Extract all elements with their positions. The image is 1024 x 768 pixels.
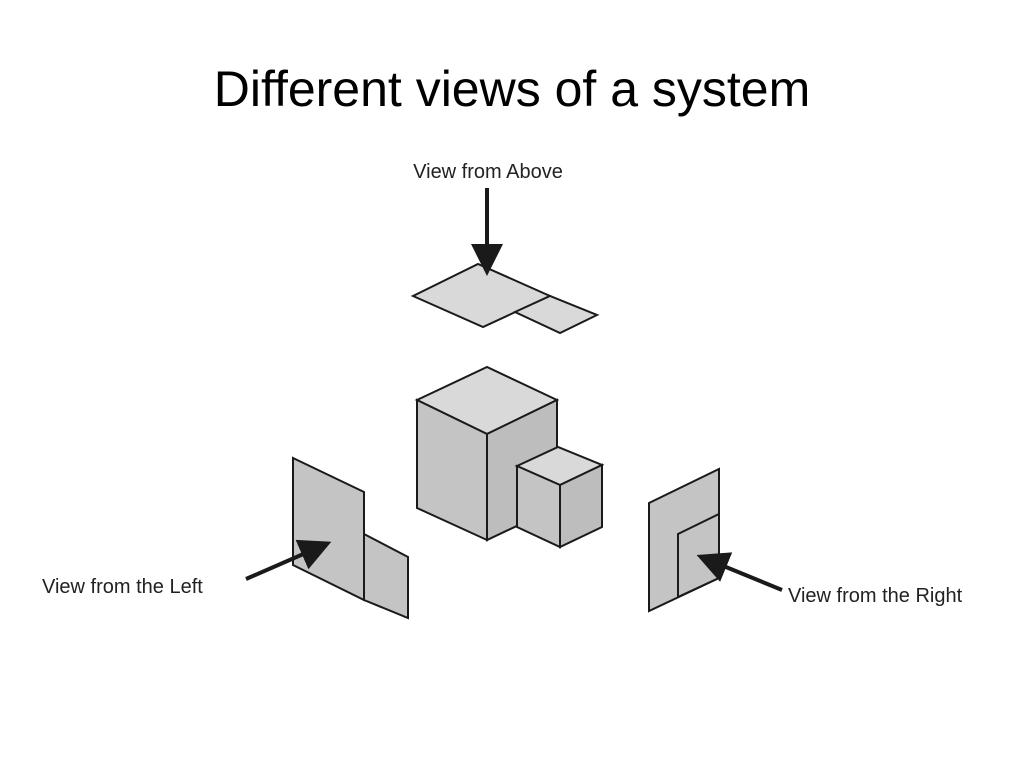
top-projection-small-face (512, 294, 600, 335)
left-projection-large-face (292, 456, 365, 602)
top-projection (410, 262, 600, 335)
right-projection-large-face (648, 467, 720, 613)
label-view-from-left: View from the Left (42, 576, 203, 598)
label-view-from-above: View from Above (413, 161, 563, 183)
right-projection (648, 467, 720, 613)
small-cube (514, 445, 605, 549)
left-projection (292, 456, 409, 620)
left-projection-small-face (363, 532, 409, 620)
arrow-right (696, 552, 783, 592)
label-view-from-right: View from the Right (788, 585, 963, 607)
arrow-left (245, 539, 332, 581)
slide-title: Different views of a system (213, 61, 811, 117)
small-cube-right (559, 463, 603, 549)
